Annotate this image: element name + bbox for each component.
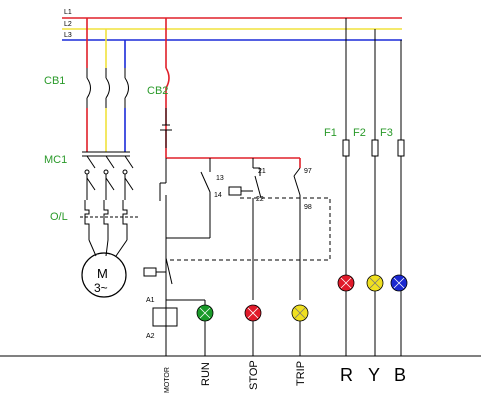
- fuse-f1: [342, 139, 350, 157]
- phase-indicators: [342, 18, 405, 356]
- f1-label: F1: [324, 127, 337, 139]
- run-label: RUN: [200, 362, 212, 386]
- contactor-coil: [152, 307, 178, 327]
- overload-relay: [80, 200, 140, 240]
- terminal-21: 21: [258, 168, 266, 175]
- y-phase-lamp-icon: [366, 274, 384, 292]
- stop-label: STOP: [248, 360, 260, 390]
- fuse-f2: [371, 139, 379, 157]
- power-circuit: [80, 18, 140, 298]
- terminal-98: 98: [304, 204, 312, 211]
- terminal-97: 97: [304, 168, 312, 175]
- coil-a2-label: A2: [146, 333, 155, 340]
- supply-busbars: L1 L2 L3: [62, 9, 402, 41]
- run-lamp-icon: [196, 304, 214, 322]
- cb1-label: CB1: [44, 75, 65, 87]
- b-phase-lamp-icon: [390, 274, 408, 292]
- stop-lamp-icon: [244, 304, 262, 322]
- terminal-22: 22: [256, 196, 264, 203]
- mc1-contacts: [82, 151, 134, 200]
- f3-label: F3: [380, 127, 393, 139]
- terminal-14: 14: [214, 192, 222, 199]
- ol-label: O/L: [50, 211, 68, 223]
- trip-lamp-icon: [291, 304, 309, 322]
- motor-m-label: M: [97, 266, 108, 281]
- r-phase-lamp-icon: [337, 274, 355, 292]
- mc1-label: MC1: [44, 154, 67, 166]
- control-circuit: [143, 18, 331, 356]
- l3-label: L3: [64, 32, 72, 39]
- y-phase-label: Y: [368, 365, 380, 385]
- motor-label: MOTOR: [164, 367, 171, 393]
- cb2-label: CB2: [147, 85, 168, 97]
- terminal-13: 13: [216, 175, 224, 182]
- motor-phase-label: 3~: [94, 281, 108, 295]
- b-phase-label: B: [394, 365, 406, 385]
- cb1-contacts: [86, 68, 129, 108]
- r-phase-label: R: [340, 365, 353, 385]
- l2-label: L2: [64, 21, 72, 28]
- trip-label: TRIP: [295, 361, 307, 386]
- pilot-lamps: [196, 304, 309, 322]
- coil-a1-label: A1: [146, 297, 155, 304]
- f2-label: F2: [353, 127, 366, 139]
- l1-label: L1: [64, 9, 72, 16]
- fuse-f3: [397, 139, 405, 157]
- motor-symbol: [81, 252, 127, 298]
